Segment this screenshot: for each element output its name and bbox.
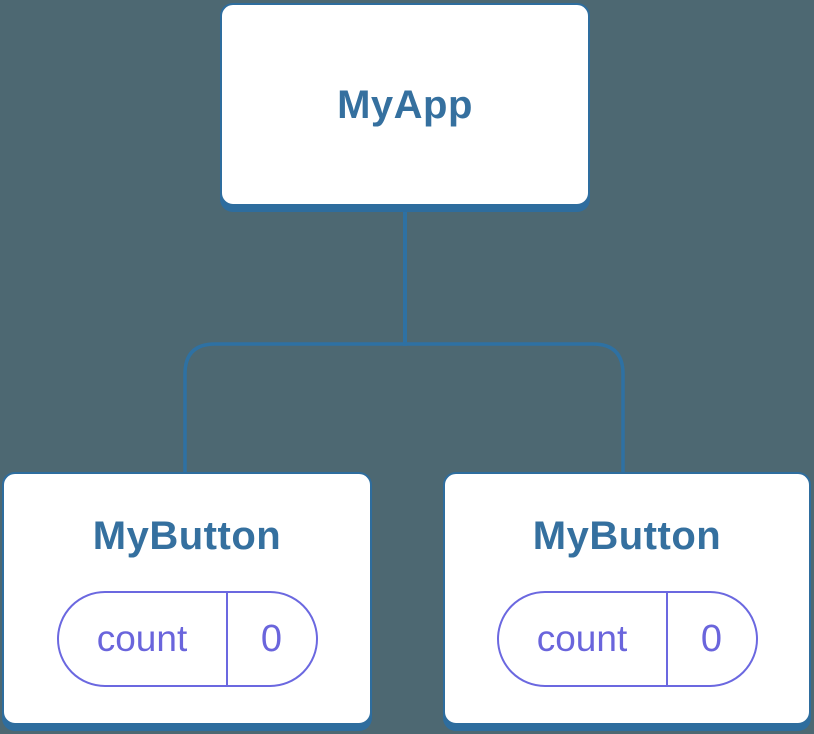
state-key-label: count xyxy=(499,593,668,685)
state-value-label: 0 xyxy=(260,617,283,660)
child-component-label: MyButton xyxy=(532,514,722,558)
root-component-node: MyApp xyxy=(220,3,590,206)
state-value-label: 0 xyxy=(700,617,723,660)
child-component-node-1: MyButton count 0 xyxy=(2,472,372,725)
root-component-label: MyApp xyxy=(337,82,473,127)
child-component-node-2: MyButton count 0 xyxy=(443,472,811,725)
child-component-label: MyButton xyxy=(92,514,282,558)
connector-bracket-line xyxy=(183,342,625,473)
state-pill: count 0 xyxy=(496,591,758,687)
state-pill: count 0 xyxy=(56,591,318,687)
state-key-label: count xyxy=(59,593,228,685)
